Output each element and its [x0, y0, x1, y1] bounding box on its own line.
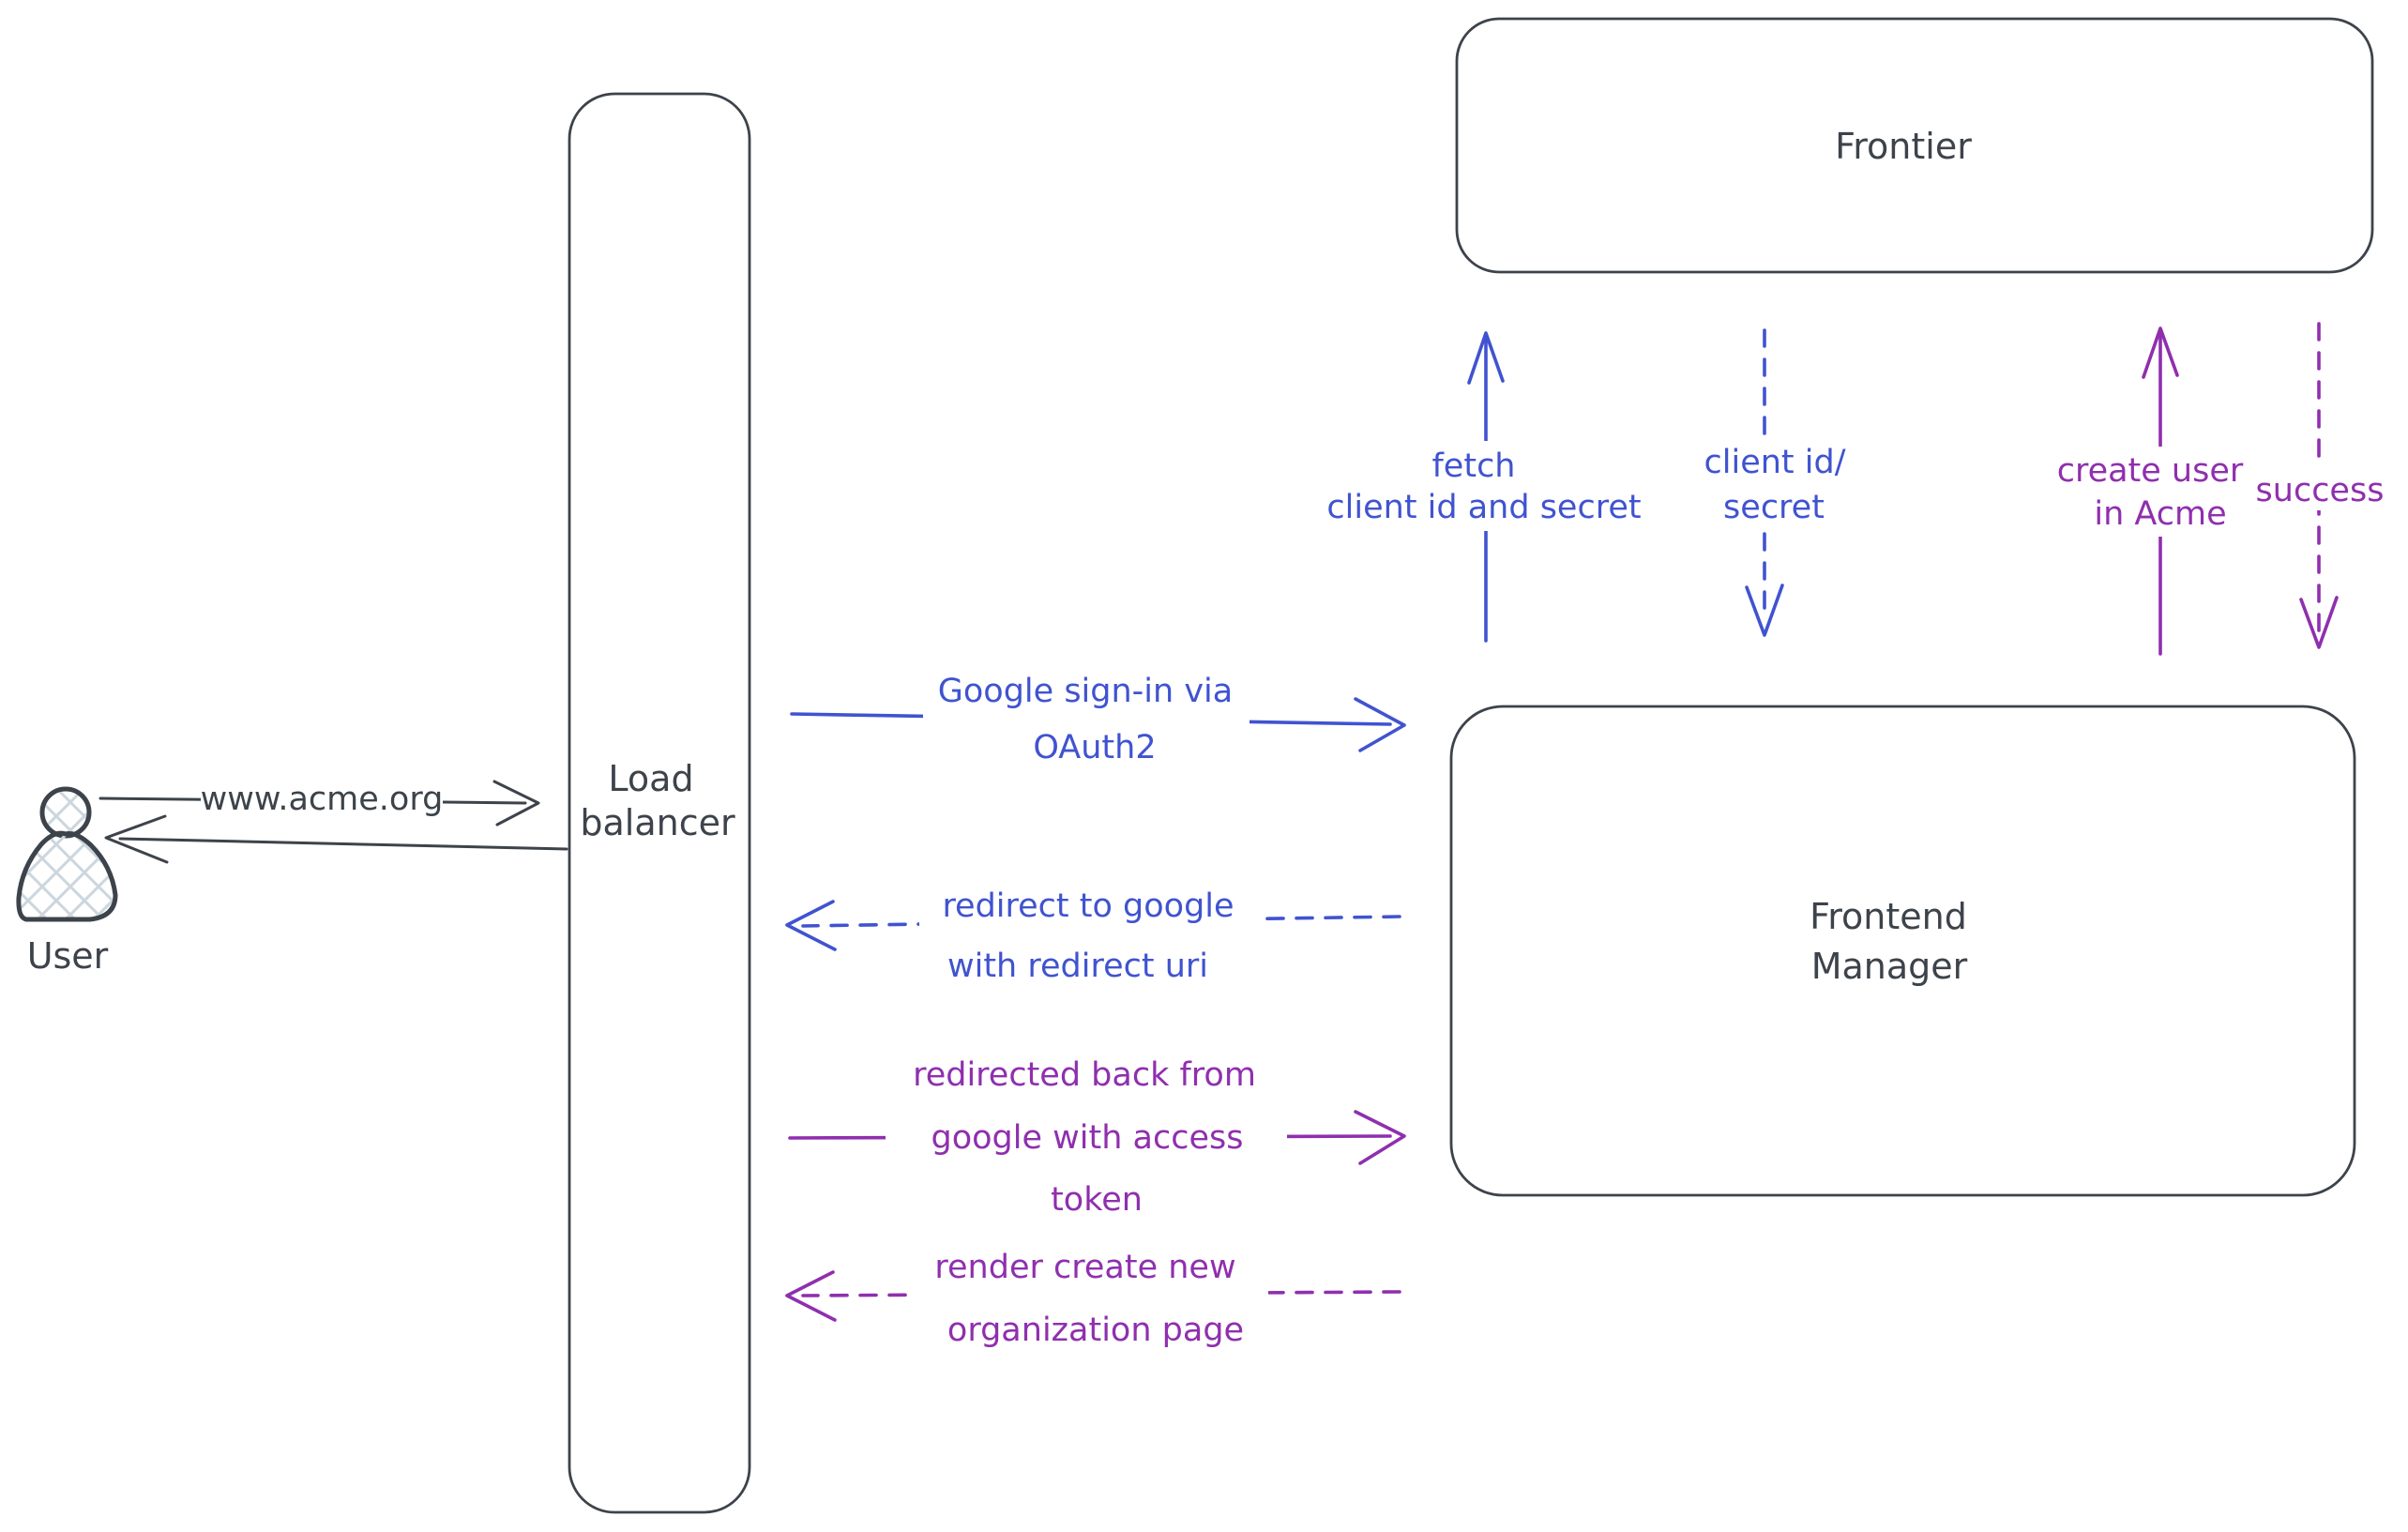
- arrow-redirect-google-label-bg: [919, 874, 1265, 996]
- arrow-redirect-google-label-line2: with redirect uri: [947, 948, 1208, 985]
- arrow-return-to-user: [104, 814, 568, 864]
- arrow-redirected-back-head-right: [1354, 1110, 1406, 1165]
- arrow-success-label: success: [2256, 472, 2385, 509]
- arrow-google-signin-head-right: [1354, 697, 1406, 752]
- arrow-www-acme-label: www.acme.org: [201, 781, 444, 818]
- arrow-client-id-secret-label-bg: [1688, 435, 1868, 529]
- frontend-manager-node: Frontend Manager: [1449, 705, 2356, 1197]
- arrow-client-id-secret: client id/ secret: [1688, 328, 1868, 637]
- arrow-render-create-label-line2: organization page: [947, 1312, 1244, 1349]
- user-label: User: [27, 935, 109, 977]
- arrow-render-create: render create new organization page: [785, 1238, 1401, 1362]
- arrow-create-user-label-line2: in Acme: [2094, 495, 2226, 533]
- arrow-client-id-secret-label-line1: client id/: [1704, 444, 1846, 481]
- arrow-fetch-client-label-line1: fetch: [1431, 447, 1515, 485]
- load-balancer-label-line1: Load: [608, 758, 693, 799]
- load-balancer-node: Load balancer: [568, 92, 751, 1514]
- arrow-fetch-client-label-bg: [1298, 441, 1672, 531]
- arrow-fetch-client-label-line2: client id and secret: [1326, 489, 1641, 526]
- user-head: [39, 786, 92, 839]
- arrow-redirected-back-label-line1: redirected back from: [913, 1056, 1256, 1094]
- arrow-google-signin-label-line1: Google sign-in via: [938, 673, 1233, 710]
- user-body: [16, 830, 118, 922]
- arrow-google-signin: Google sign-in via OAuth2: [790, 659, 1406, 769]
- frontier-node: Frontier: [1455, 17, 2374, 274]
- arrow-redirect-google-head-left: [785, 900, 837, 951]
- arrow-redirected-back-label-bg: [886, 1045, 1287, 1229]
- arrow-redirected-back: redirected back from google with access …: [788, 1045, 1406, 1229]
- arrow-redirect-google: redirect to google with redirect uri: [785, 874, 1401, 996]
- arrow-redirect-google-label-line1: redirect to google: [942, 887, 1234, 925]
- arrow-render-create-label-line1: render create new: [934, 1249, 1235, 1286]
- arrow-google-signin-label-bg: [923, 659, 1249, 769]
- frontier-box: [1455, 17, 2374, 274]
- frontend-manager-label-line1: Frontend: [1810, 896, 1967, 937]
- arrow-client-id-secret-label-line2: secret: [1723, 489, 1825, 526]
- load-balancer-box: [568, 92, 751, 1514]
- arrow-success-label-bg: [2244, 467, 2398, 510]
- arrow-www-acme-head-right: [492, 780, 540, 827]
- arrow-render-create-head-left: [785, 1270, 837, 1322]
- arrow-create-user-label-line1: create user: [2057, 452, 2244, 490]
- arrow-success-head-down: [2299, 596, 2339, 649]
- arrow-fetch-client: fetch client id and secret: [1298, 331, 1672, 643]
- arrow-client-id-secret-head-down: [1745, 584, 1784, 637]
- arrow-www-acme-label-bg: [201, 777, 443, 820]
- user-actor: User: [16, 786, 118, 977]
- arrow-render-create-label-bg: [908, 1238, 1268, 1362]
- arrow-return-line: [118, 837, 568, 851]
- arrow-create-user-head-up: [2142, 326, 2179, 379]
- load-balancer-label-line2: balancer: [580, 802, 735, 843]
- arrow-create-user: create user in Acme: [2037, 326, 2264, 656]
- arrow-www-acme: www.acme.org: [98, 777, 540, 827]
- arrow-redirected-back-label-line3: token: [1051, 1181, 1143, 1219]
- frontend-manager-label-line2: Manager: [1811, 946, 1968, 987]
- arrow-fetch-client-head-up: [1467, 331, 1505, 385]
- arrow-return-head-left: [104, 814, 169, 864]
- frontend-manager-box: [1449, 705, 2356, 1197]
- arrow-create-user-label-bg: [2037, 447, 2264, 537]
- arrow-success: success: [2244, 322, 2398, 649]
- arrow-redirected-back-label-line2: google with access: [931, 1119, 1244, 1157]
- frontier-label: Frontier: [1835, 126, 1972, 167]
- arrow-google-signin-label-line2: OAuth2: [1033, 729, 1156, 766]
